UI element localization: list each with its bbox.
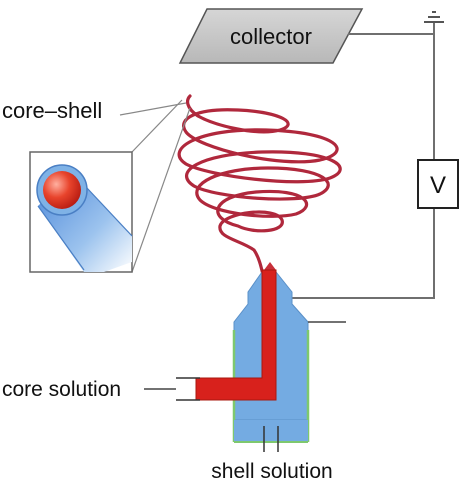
collector-label: collector	[230, 24, 312, 49]
zoom-callout-lines	[119, 99, 191, 273]
shell-inlet-tube	[263, 426, 279, 452]
core-shell-label: core–shell	[2, 98, 102, 123]
core-channel	[195, 269, 277, 401]
core-shell-inset	[29, 151, 133, 273]
collector-plate: collector	[178, 8, 364, 64]
voltage-label: V	[430, 172, 446, 199]
fiber-core-cross-section	[43, 171, 81, 209]
coaxial-spinneret	[176, 262, 346, 452]
shell-solution-label: shell solution	[211, 460, 332, 483]
supply-to-nozzle-wire	[286, 208, 435, 299]
collector-to-supply-wire	[348, 33, 435, 160]
whipping-fiber-jet	[177, 94, 342, 294]
voltage-source: V	[417, 159, 459, 209]
taylor-cone	[264, 262, 276, 270]
circuit-wires	[286, 22, 435, 299]
core-solution-label: core solution	[2, 378, 121, 401]
ground-icon	[424, 11, 444, 23]
core-inlet-tube	[176, 377, 200, 401]
